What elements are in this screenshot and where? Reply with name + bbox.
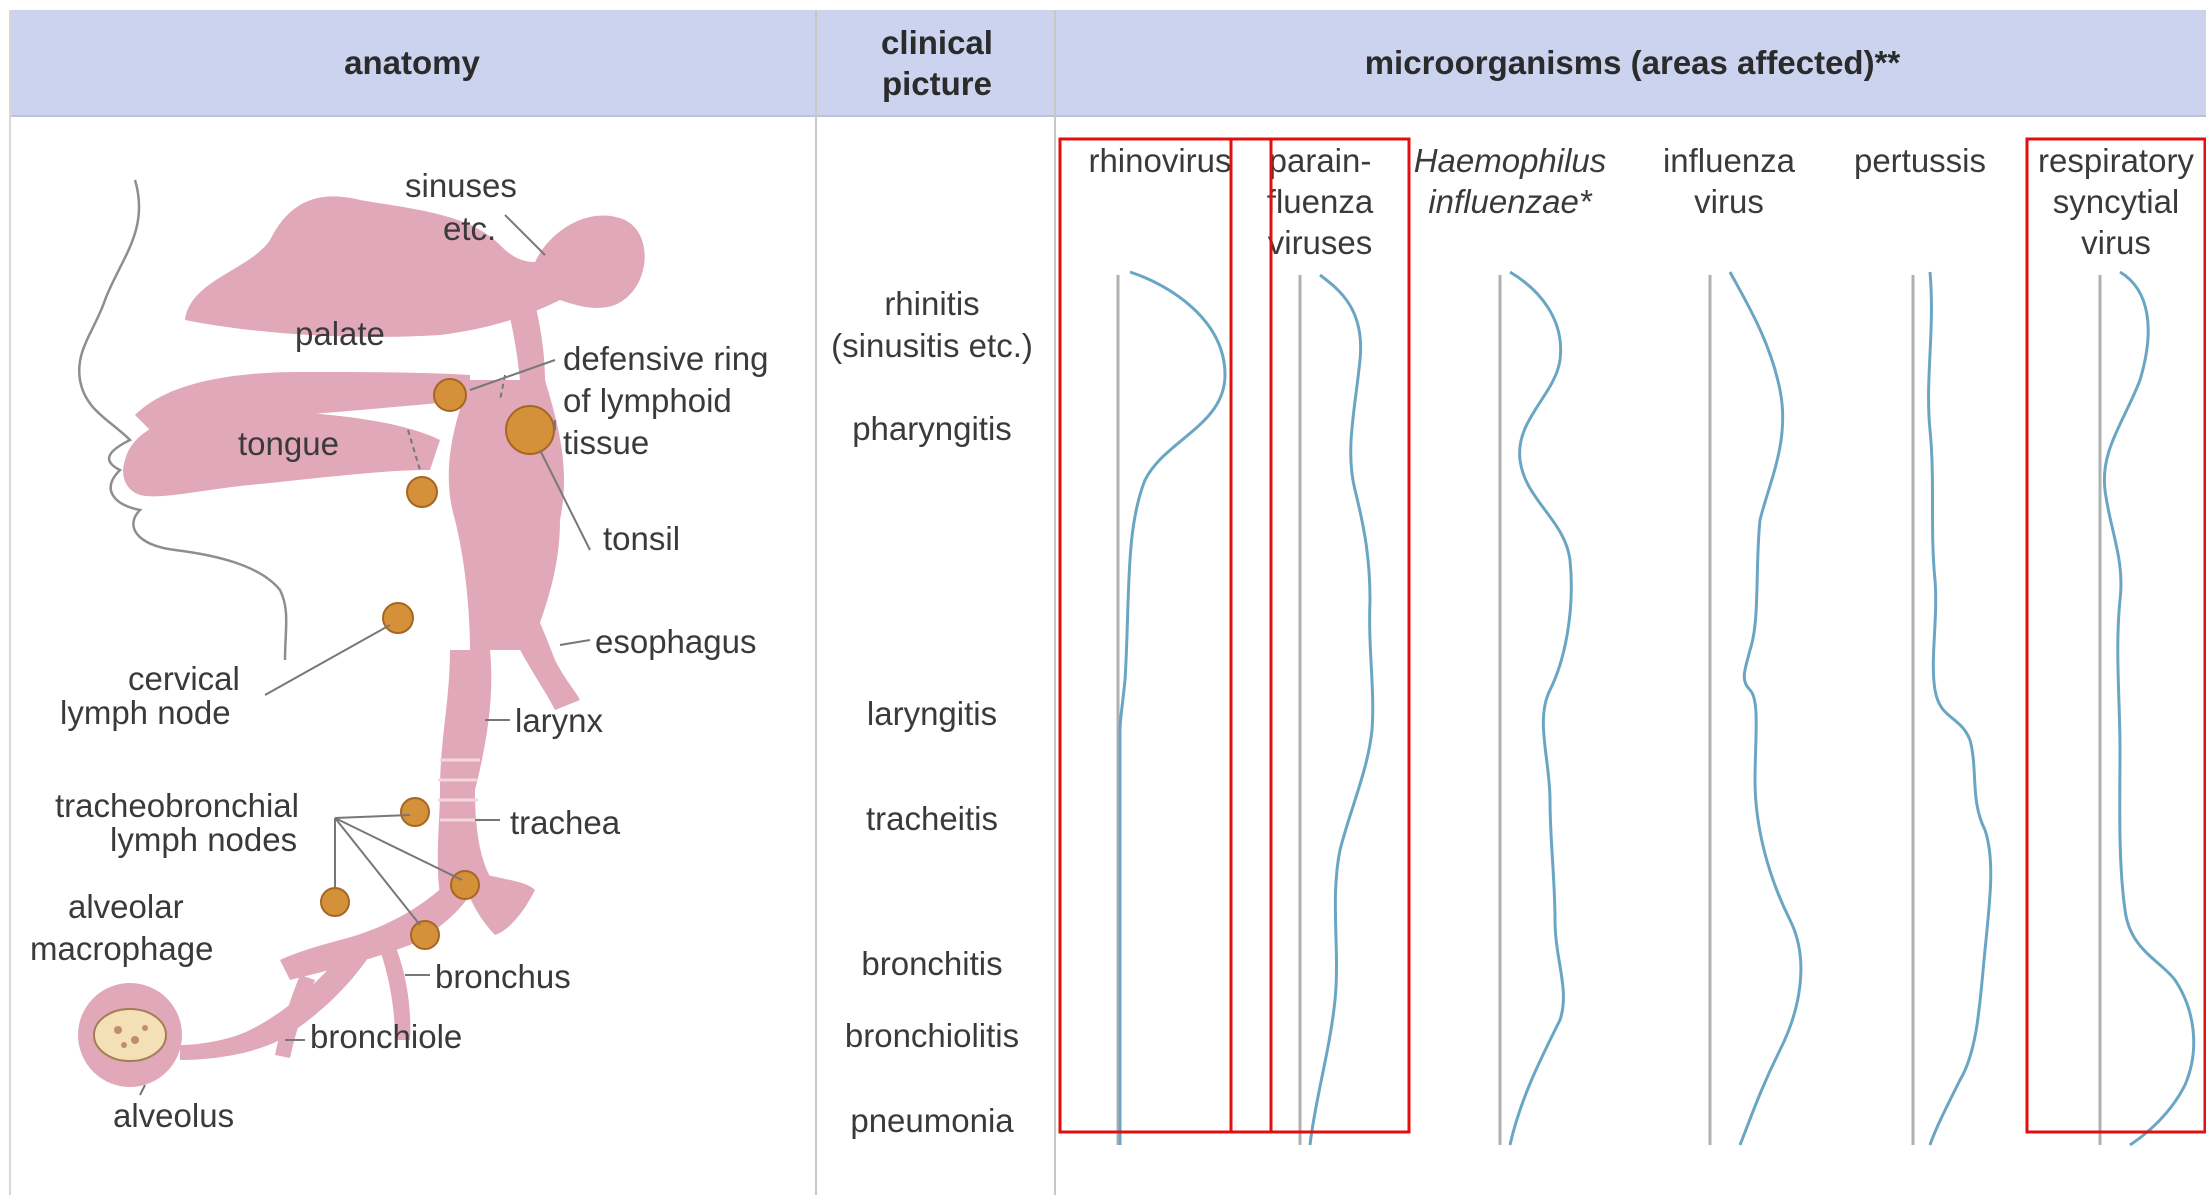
organism-parainfluenza-3: viruses bbox=[1268, 224, 1373, 261]
label-defensive-ring-3: tissue bbox=[563, 424, 649, 461]
label-larynx: larynx bbox=[515, 702, 604, 739]
label-etc: etc. bbox=[443, 210, 496, 247]
organism-pertussis: pertussis bbox=[1854, 142, 1986, 179]
lymph-node-tonsil bbox=[506, 406, 554, 454]
curve-rsv bbox=[2104, 272, 2193, 1145]
reference-lines bbox=[1118, 275, 2100, 1145]
lymph-node-adenoid bbox=[434, 379, 466, 411]
organism-rsv-2: syncytial bbox=[2053, 183, 2180, 220]
organism-haemophilus-1: Haemophilus bbox=[1414, 142, 1607, 179]
lymph-node-tracheobronchial-4 bbox=[411, 921, 439, 949]
lymph-node-cervical bbox=[383, 603, 413, 633]
organism-parainfluenza-2: fluenza bbox=[1267, 183, 1374, 220]
label-trachea: trachea bbox=[510, 804, 621, 841]
lymph-node-tracheobronchial-3 bbox=[321, 888, 349, 916]
highlight-boxes bbox=[1060, 139, 2205, 1132]
highlight-box-parainfluenza bbox=[1231, 139, 1409, 1132]
label-defensive-ring-1: defensive ring bbox=[563, 340, 768, 377]
label-tracheobronchial-1: tracheobronchial bbox=[55, 787, 299, 824]
alveolar-macrophage-shape bbox=[94, 1009, 166, 1061]
highlight-box-parainfluenza-inner bbox=[1271, 139, 1409, 1132]
organism-parainfluenza-1: parain- bbox=[1269, 142, 1372, 179]
larynx-trachea-shape bbox=[438, 650, 500, 895]
curve-influenza bbox=[1730, 272, 1801, 1145]
organism-headings: rhinovirus parain- fluenza viruses Haemo… bbox=[1088, 142, 2194, 261]
label-defensive-ring-2: of lymphoid bbox=[563, 382, 732, 419]
organism-rsv-1: respiratory bbox=[2038, 142, 2194, 179]
clinical-laryngitis: laryngitis bbox=[867, 695, 997, 732]
organism-influenza-1: influenza bbox=[1663, 142, 1796, 179]
label-esophagus: esophagus bbox=[595, 623, 756, 660]
clinical-tracheitis: tracheitis bbox=[866, 800, 998, 837]
curve-parainfluenza bbox=[1310, 275, 1373, 1145]
clinical-bronchitis: bronchitis bbox=[861, 945, 1002, 982]
clinical-picture-column: rhinitis (sinusitis etc.) pharyngitis la… bbox=[831, 285, 1033, 1139]
clinical-sinusitis: (sinusitis etc.) bbox=[831, 327, 1033, 364]
label-cervical-2: lymph node bbox=[60, 694, 231, 731]
affected-area-curves bbox=[1120, 272, 2194, 1145]
label-sinuses: sinuses bbox=[405, 167, 517, 204]
label-tongue: tongue bbox=[238, 425, 339, 462]
organism-influenza-2: virus bbox=[1694, 183, 1764, 220]
curve-rhinovirus bbox=[1120, 272, 1225, 1145]
organism-haemophilus-2: influenzae* bbox=[1428, 183, 1592, 220]
curve-pertussis bbox=[1929, 272, 1991, 1145]
label-bronchiole: bronchiole bbox=[310, 1018, 462, 1055]
clinical-pharyngitis: pharyngitis bbox=[852, 410, 1012, 447]
lymph-node-tracheobronchial-2 bbox=[451, 871, 479, 899]
label-palate: palate bbox=[295, 315, 385, 352]
sinus-shape bbox=[185, 196, 645, 336]
label-cervical-1: cervical bbox=[128, 660, 240, 697]
clinical-bronchiolitis: bronchiolitis bbox=[845, 1017, 1019, 1054]
label-bronchus: bronchus bbox=[435, 958, 571, 995]
clinical-rhinitis: rhinitis bbox=[884, 285, 979, 322]
lymph-node-lingual bbox=[407, 477, 437, 507]
label-alveolus: alveolus bbox=[113, 1097, 234, 1134]
organism-rhinovirus: rhinovirus bbox=[1088, 142, 1231, 179]
label-alveolar-2: macrophage bbox=[30, 930, 213, 967]
lymph-node-tracheobronchial-1 bbox=[401, 798, 429, 826]
clinical-pneumonia: pneumonia bbox=[850, 1102, 1014, 1139]
label-tonsil: tonsil bbox=[603, 520, 680, 557]
organism-rsv-3: virus bbox=[2081, 224, 2151, 261]
label-alveolar-1: alveolar bbox=[68, 888, 184, 925]
label-tracheobronchial-2: lymph nodes bbox=[110, 821, 297, 858]
curve-haemophilus bbox=[1510, 272, 1571, 1145]
